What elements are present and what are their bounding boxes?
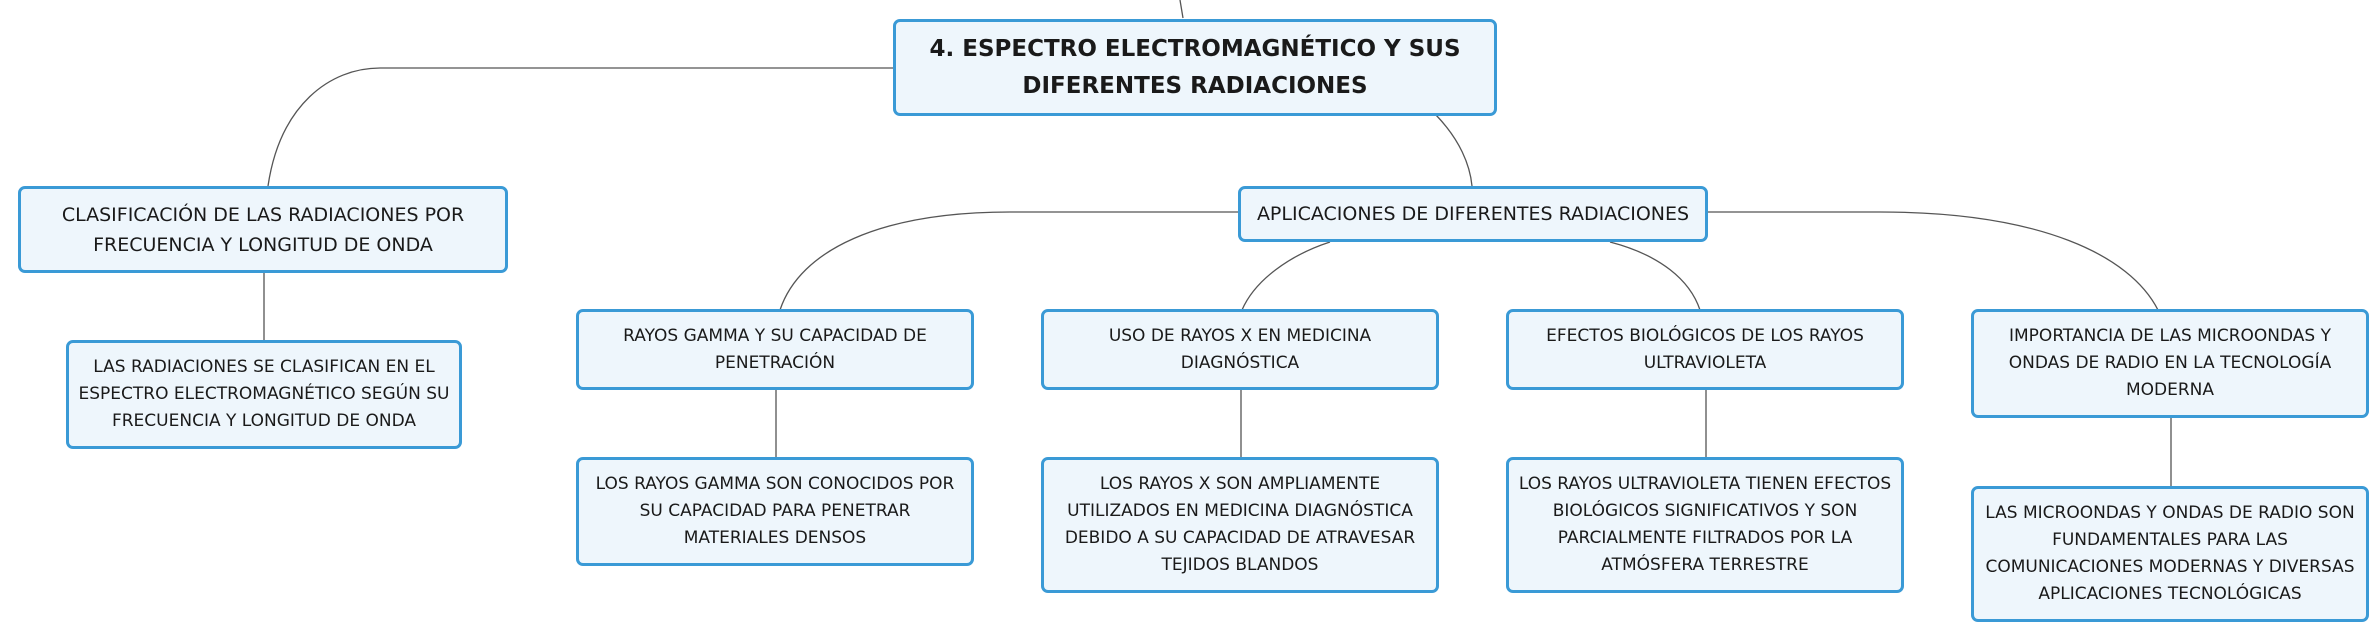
- detail-gamma[interactable]: LOS RAYOS GAMMA SON CONOCIDOS POR SU CAP…: [576, 457, 974, 566]
- detail-gamma-text: LOS RAYOS GAMMA SON CONOCIDOS POR SU CAP…: [595, 474, 955, 548]
- subtopic-radio[interactable]: IMPORTANCIA DE LAS MICROONDAS Y ONDAS DE…: [1971, 309, 2369, 418]
- detail-xray-text: LOS RAYOS X SON AMPLIAMENTE UTILIZADOS E…: [1064, 474, 1416, 575]
- link-applications-uv: [1609, 241, 1701, 311]
- link-applications-radio: [1706, 211, 2159, 311]
- link-root-applications: [1435, 114, 1473, 187]
- detail-radio[interactable]: LAS MICROONDAS Y ONDAS DE RADIO SON FUND…: [1971, 486, 2369, 622]
- detail-uv-text: LOS RAYOS ULTRAVIOLETA TIENEN EFECTOS BI…: [1518, 474, 1892, 575]
- subtopic-uv-label: EFECTOS BIOLÓGICOS DE LOS RAYOS ULTRAVIO…: [1546, 325, 1864, 373]
- subtopic-gamma[interactable]: RAYOS GAMMA Y SU CAPACIDAD DE PENETRACIÓ…: [576, 309, 974, 390]
- detail-uv[interactable]: LOS RAYOS ULTRAVIOLETA TIENEN EFECTOS BI…: [1506, 457, 1904, 593]
- link-root-classification: [267, 67, 893, 187]
- detail-classification-text: LAS RADIACIONES SE CLASIFICAN EN EL ESPE…: [78, 357, 450, 431]
- subtopic-radio-label: IMPORTANCIA DE LAS MICROONDAS Y ONDAS DE…: [2008, 326, 2332, 400]
- topic-applications-label: APLICACIONES DE DIFERENTES RADIACIONES: [1256, 203, 1690, 225]
- link-applications-xray: [1241, 241, 1331, 311]
- root-topic-label: 4. ESPECTRO ELECTROMAGNÉTICO Y SUS DIFER…: [929, 35, 1461, 99]
- detail-xray[interactable]: LOS RAYOS X SON AMPLIAMENTE UTILIZADOS E…: [1041, 457, 1439, 593]
- root-topic[interactable]: 4. ESPECTRO ELECTROMAGNÉTICO Y SUS DIFER…: [893, 19, 1497, 116]
- detail-classification[interactable]: LAS RADIACIONES SE CLASIFICAN EN EL ESPE…: [66, 340, 462, 449]
- subtopic-xray-label: USO DE RAYOS X EN MEDICINA DIAGNÓSTICA: [1108, 325, 1372, 373]
- subtopic-xray[interactable]: USO DE RAYOS X EN MEDICINA DIAGNÓSTICA: [1041, 309, 1439, 390]
- detail-radio-text: LAS MICROONDAS Y ONDAS DE RADIO SON FUND…: [1985, 503, 2355, 604]
- link-root-parent: [1179, 0, 1184, 19]
- topic-classification-label: CLASIFICACIÓN DE LAS RADIACIONES POR FRE…: [61, 203, 465, 256]
- topic-classification[interactable]: CLASIFICACIÓN DE LAS RADIACIONES POR FRE…: [18, 186, 508, 273]
- topic-applications[interactable]: APLICACIONES DE DIFERENTES RADIACIONES: [1238, 186, 1708, 242]
- subtopic-gamma-label: RAYOS GAMMA Y SU CAPACIDAD DE PENETRACIÓ…: [623, 325, 927, 373]
- subtopic-uv[interactable]: EFECTOS BIOLÓGICOS DE LOS RAYOS ULTRAVIO…: [1506, 309, 1904, 390]
- link-applications-gamma: [779, 211, 1240, 311]
